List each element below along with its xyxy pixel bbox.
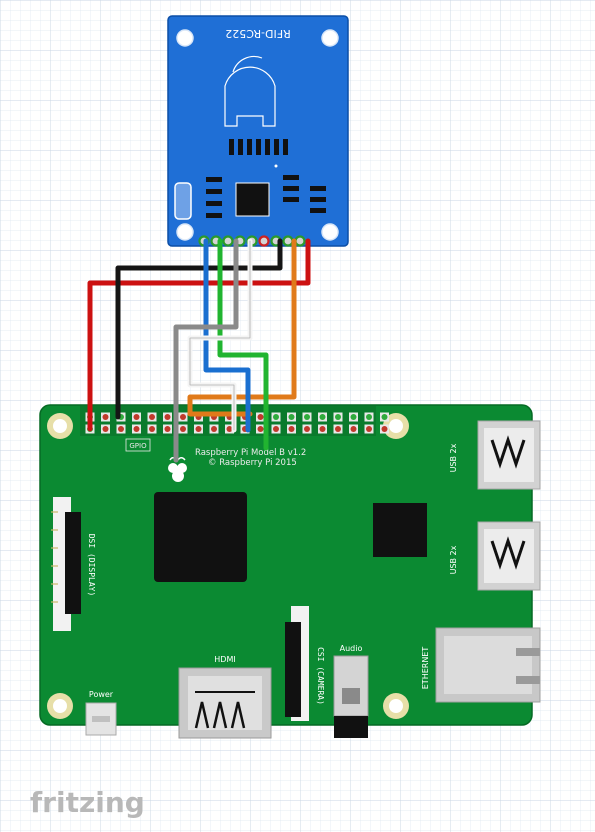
- rfid-module[interactable]: RFID-RC522: [167, 15, 349, 247]
- wire-green[interactable]: [217, 238, 269, 451]
- gpio-pin-hole: [133, 414, 140, 420]
- gpio-pin-hole: [350, 414, 357, 420]
- soc-chip: [154, 492, 247, 582]
- audio-jack[interactable]: [333, 655, 369, 738]
- gpio-pin-hole: [288, 414, 295, 420]
- antenna-trace: [224, 66, 276, 127]
- gpio-pin-hole: [381, 426, 388, 432]
- usb-port-top[interactable]: [477, 420, 541, 490]
- gpio-pin-hole: [149, 414, 155, 420]
- gpio-pin-hole: [180, 426, 186, 432]
- board-copyright-label: © Raspberry Pi 2015: [208, 458, 297, 468]
- gpio-pin-hole: [133, 426, 140, 432]
- fritzing-watermark: fritzing: [30, 786, 145, 819]
- mounting-hole: [389, 699, 403, 713]
- gpio-pin-hole: [149, 426, 155, 432]
- gpio-pin-hole: [164, 426, 171, 432]
- dsi-label: DSI (DISPLAY): [87, 534, 96, 597]
- crystal: [174, 182, 192, 220]
- gpio-pin-hole: [366, 426, 372, 432]
- wire-red[interactable]: [87, 238, 311, 432]
- lan-chip: [373, 503, 427, 557]
- gpio-pin-hole: [335, 426, 341, 432]
- gpio-pin-hole: [226, 426, 233, 432]
- gpio-pin-hole: [335, 414, 341, 420]
- smd-resistor-row: [229, 139, 288, 155]
- dsi-connector[interactable]: [51, 497, 81, 631]
- gpio-pin-hole: [366, 414, 372, 420]
- mounting-hole: [321, 29, 339, 47]
- power-label: Power: [89, 690, 114, 699]
- gpio-pin-hole: [180, 414, 186, 420]
- gpio-pin-hole: [257, 414, 264, 420]
- gpio-pin-hole: [319, 414, 326, 420]
- power-port[interactable]: [85, 702, 117, 736]
- mounting-hole: [389, 419, 403, 433]
- smd-parts: [206, 175, 326, 218]
- hdmi-port[interactable]: [178, 667, 272, 739]
- gpio-pins[interactable]: [85, 412, 390, 434]
- gpio-pin-hole: [102, 426, 109, 432]
- wires[interactable]: [87, 238, 311, 463]
- gpio-pin-hole: [118, 426, 124, 432]
- audio-label: Audio: [340, 644, 363, 653]
- gpio-pin-hole: [304, 414, 310, 420]
- mounting-hole: [53, 699, 67, 713]
- mounting-hole: [176, 29, 194, 47]
- mounting-hole: [53, 419, 67, 433]
- gpio-pin-hole: [102, 414, 109, 420]
- gpio-pin-hole: [288, 426, 295, 432]
- mounting-hole: [176, 223, 194, 241]
- wire-gray[interactable]: [173, 238, 239, 463]
- usb-port-bottom[interactable]: [477, 521, 541, 591]
- wire-black[interactable]: [115, 238, 283, 420]
- gpio-pin-hole: [257, 426, 264, 432]
- hdmi-label: HDMI: [214, 655, 235, 664]
- mounting-hole: [321, 223, 339, 241]
- usb-top-label: USB 2x: [449, 443, 458, 472]
- rfid-chip: [235, 182, 270, 217]
- gpio-pin-hole: [211, 426, 217, 432]
- csi-label: CSI (CAMERA): [316, 647, 325, 705]
- gpio-label: GPIO: [129, 442, 147, 450]
- gpio-pin-hole: [273, 414, 279, 420]
- board-model-label: Raspberry Pi Model B v1.2: [195, 448, 306, 458]
- ethernet-port[interactable]: [435, 627, 541, 703]
- gpio-pin-hole: [381, 414, 388, 420]
- gpio-pin-hole: [350, 426, 357, 432]
- rfid-module-label: RFID-RC522: [225, 27, 290, 40]
- wire-orange[interactable]: [187, 238, 297, 417]
- gpio-pin-hole: [273, 426, 279, 432]
- usb-bottom-label: USB 2x: [449, 545, 458, 574]
- ethernet-label: ETHERNET: [421, 647, 430, 690]
- wire-blue[interactable]: [203, 238, 251, 433]
- gpio-pin-hole: [164, 414, 171, 420]
- csi-connector[interactable]: [285, 606, 309, 721]
- gpio-pin-hole: [195, 426, 202, 432]
- gpio-pin-hole: [319, 426, 326, 432]
- gpio-pin-hole: [304, 426, 310, 432]
